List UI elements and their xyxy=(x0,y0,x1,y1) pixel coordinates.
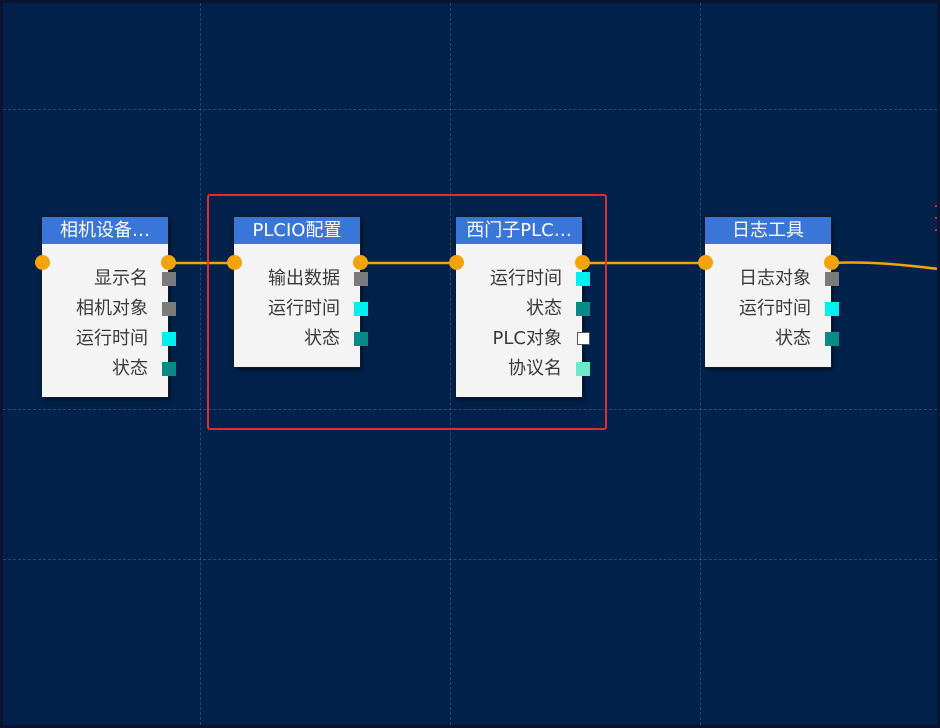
port-row: 日志对象 xyxy=(705,264,839,294)
port-label: 运行时间 xyxy=(268,298,340,319)
link-log-next[interactable] xyxy=(830,261,937,271)
node-title: 相机设备… xyxy=(42,217,168,244)
port-label: 协议名 xyxy=(508,358,562,379)
port-row: 运行时间 xyxy=(234,294,368,324)
flow-output-dot[interactable] xyxy=(353,255,368,270)
port-output-data-output[interactable] xyxy=(354,272,368,286)
flow-input-dot[interactable] xyxy=(35,255,50,270)
port-label: 状态 xyxy=(775,328,811,349)
port-row: 运行时间 xyxy=(456,264,590,294)
port-log-object-output[interactable] xyxy=(825,272,839,286)
grid-line xyxy=(3,559,937,560)
node-plcio-config[interactable]: PLCIO配置 输出数据 运行时间 状态 xyxy=(234,217,368,367)
node-log-tool[interactable]: 日志工具 日志对象 运行时间 状态 xyxy=(705,217,839,367)
port-runtime-output[interactable] xyxy=(825,302,839,316)
offscreen-selection-marker xyxy=(935,205,937,207)
port-display-name-output[interactable] xyxy=(162,272,176,286)
port-label: PLC对象 xyxy=(492,328,562,349)
port-row: 状态 xyxy=(234,324,368,354)
grid-line xyxy=(3,109,937,110)
port-label: 状态 xyxy=(526,298,562,319)
port-label: 运行时间 xyxy=(739,298,811,319)
node-body-spacer xyxy=(705,244,831,264)
port-row: 状态 xyxy=(456,294,590,324)
port-runtime-output[interactable] xyxy=(162,332,176,346)
node-title: 西门子PLC… xyxy=(456,217,582,244)
port-row: 状态 xyxy=(42,354,176,384)
grid-line xyxy=(450,3,451,725)
node-body-spacer xyxy=(42,244,168,264)
port-row: 状态 xyxy=(705,324,839,354)
offscreen-selection-marker xyxy=(935,217,937,219)
port-label: 相机对象 xyxy=(76,298,148,319)
port-row: 显示名 xyxy=(42,264,176,294)
flow-output-dot[interactable] xyxy=(161,255,176,270)
flow-input-dot[interactable] xyxy=(449,255,464,270)
port-row: 运行时间 xyxy=(42,324,176,354)
port-label: 状态 xyxy=(112,358,148,379)
flow-output-dot[interactable] xyxy=(575,255,590,270)
port-status-output[interactable] xyxy=(825,332,839,346)
port-camera-object-output[interactable] xyxy=(162,302,176,316)
selection-box xyxy=(207,194,607,430)
offscreen-selection-marker xyxy=(935,229,937,231)
port-protocol-name-output[interactable] xyxy=(576,362,590,376)
port-status-output[interactable] xyxy=(576,302,590,316)
flow-input-dot[interactable] xyxy=(227,255,242,270)
port-status-output[interactable] xyxy=(354,332,368,346)
port-label: 运行时间 xyxy=(76,328,148,349)
port-label: 运行时间 xyxy=(490,268,562,289)
port-plc-object-output[interactable] xyxy=(577,332,590,345)
port-runtime-output[interactable] xyxy=(576,272,590,286)
port-label: 状态 xyxy=(304,328,340,349)
port-status-output[interactable] xyxy=(162,362,176,376)
grid-line xyxy=(700,3,701,725)
flow-canvas[interactable]: 相机设备… 显示名 相机对象 运行时间 状态 PLCIO配置 输出数据 运行时间 xyxy=(3,3,937,725)
flow-output-dot[interactable] xyxy=(824,255,839,270)
grid-line xyxy=(3,409,937,410)
node-title: PLCIO配置 xyxy=(234,217,360,244)
port-label: 显示名 xyxy=(94,268,148,289)
port-label: 输出数据 xyxy=(268,268,340,289)
node-title: 日志工具 xyxy=(705,217,831,244)
port-row: 输出数据 xyxy=(234,264,368,294)
connection-layer xyxy=(168,261,937,271)
grid-line xyxy=(200,3,201,725)
port-runtime-output[interactable] xyxy=(354,302,368,316)
node-camera-device[interactable]: 相机设备… 显示名 相机对象 运行时间 状态 xyxy=(42,217,176,397)
node-siemens-plc[interactable]: 西门子PLC… 运行时间 状态 PLC对象 协议名 xyxy=(456,217,590,397)
port-row: PLC对象 xyxy=(456,324,590,354)
port-row: 相机对象 xyxy=(42,294,176,324)
port-row: 运行时间 xyxy=(705,294,839,324)
port-row: 协议名 xyxy=(456,354,590,384)
flow-input-dot[interactable] xyxy=(698,255,713,270)
port-label: 日志对象 xyxy=(739,268,811,289)
